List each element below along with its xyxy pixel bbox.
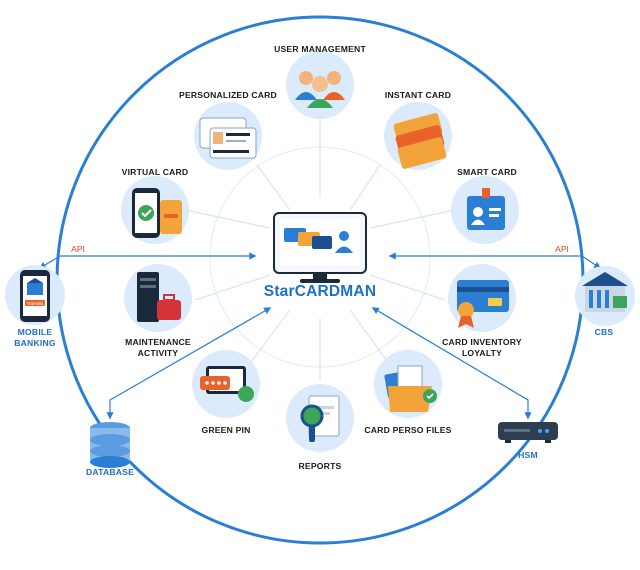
smart-card-node bbox=[451, 176, 519, 244]
starcardman-monitor-icon bbox=[273, 212, 367, 283]
label-card-perso-files: CARD PERSO FILES bbox=[364, 425, 452, 435]
connection-database bbox=[106, 307, 272, 420]
card-inventory-loyalty-node bbox=[448, 264, 516, 332]
personalized-card-node bbox=[194, 102, 262, 170]
label-mobile-banking: MOBILE BANKING bbox=[14, 327, 56, 349]
label-maintenance-activity: MAINTENANCE ACTIVITY bbox=[125, 337, 191, 359]
connection-left-down bbox=[38, 255, 61, 269]
label-virtual-card: VIRTUAL CARD bbox=[121, 167, 189, 177]
card-perso-files-node bbox=[374, 350, 442, 418]
hsm-device-icon bbox=[498, 422, 558, 443]
phone-app-text: TransBa bbox=[27, 301, 44, 306]
database-icon bbox=[90, 422, 130, 468]
cbs-bank-icon bbox=[575, 266, 635, 326]
label-loyalty: LOYALTY bbox=[461, 348, 503, 358]
label-database: DATABASE bbox=[85, 467, 135, 477]
label-mobile: MOBILE bbox=[17, 327, 53, 337]
label-banking: BANKING bbox=[14, 338, 56, 348]
label-card-inventory: CARD INVENTORY bbox=[442, 337, 522, 347]
label-api-right: API bbox=[555, 244, 569, 254]
starcardman-title: StarCARDMAN bbox=[263, 283, 377, 300]
instant-card-node bbox=[384, 102, 452, 170]
connection-right-down bbox=[581, 255, 602, 269]
label-cbs: CBS bbox=[594, 327, 614, 337]
label-user-management: USER MANAGEMENT bbox=[274, 44, 366, 54]
label-personalized-card: PERSONALIZED CARD bbox=[179, 90, 277, 100]
reports-node bbox=[286, 384, 354, 452]
label-instant-card: INSTANT CARD bbox=[384, 90, 452, 100]
virtual-card-node bbox=[121, 176, 189, 244]
connection-hsm bbox=[371, 307, 532, 420]
label-card-inventory-loyalty: CARD INVENTORY LOYALTY bbox=[442, 337, 522, 359]
label-maintenance: MAINTENANCE bbox=[125, 337, 191, 347]
maintenance-activity-node bbox=[124, 264, 192, 332]
green-pin-node bbox=[192, 350, 260, 418]
connections bbox=[38, 252, 602, 420]
label-hsm: HSM bbox=[518, 450, 538, 460]
label-reports: REPORTS bbox=[298, 461, 342, 471]
label-green-pin: GREEN PIN bbox=[201, 425, 251, 435]
label-api-left: API bbox=[71, 244, 85, 254]
label-activity: ACTIVITY bbox=[137, 348, 179, 358]
user-management-node bbox=[286, 51, 354, 119]
mobile-banking-icon: TransBa bbox=[5, 265, 65, 325]
label-smart-card: SMART CARD bbox=[457, 167, 517, 177]
